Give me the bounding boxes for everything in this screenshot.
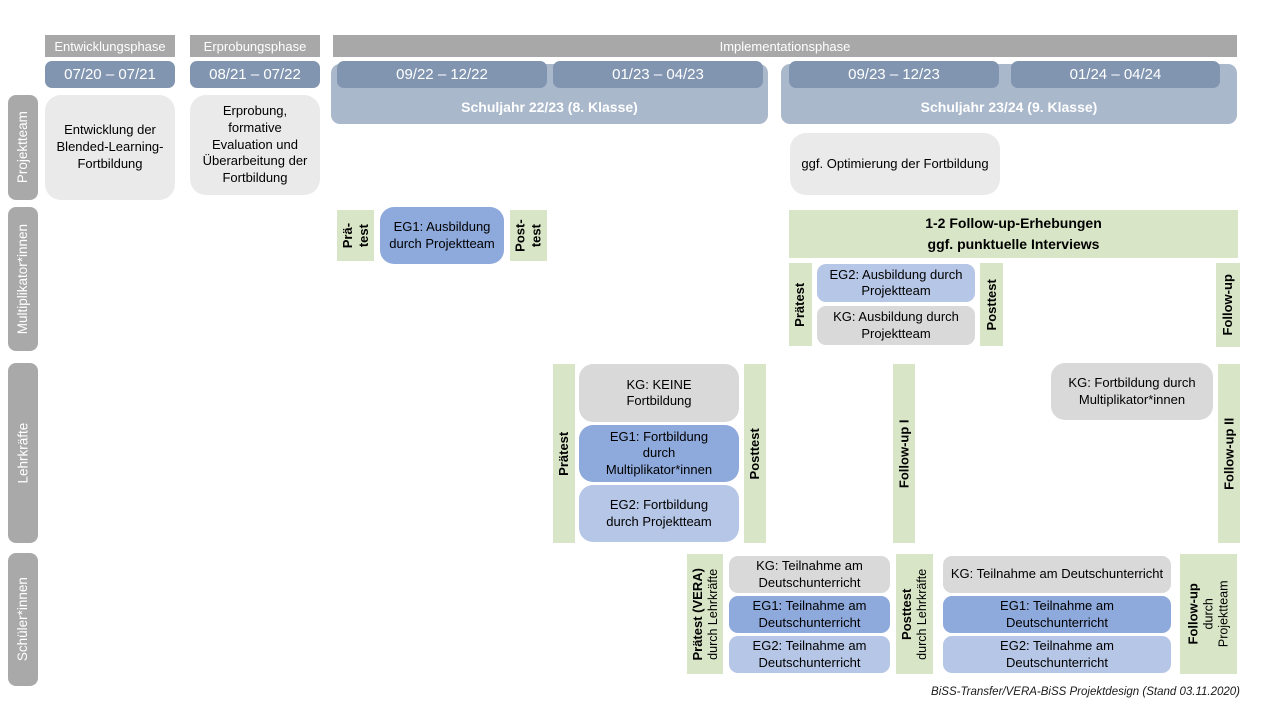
phase-bar-entwicklungsphase: Entwicklungsphase: [45, 35, 175, 57]
box-text: EG2: Teilnahme am Deutschunterricht: [1000, 638, 1114, 670]
date-label: 09/23 – 12/23: [848, 66, 940, 83]
box-text: Entwicklung der Blended-Learning-Fortbil…: [56, 122, 164, 171]
date-label: 07/20 – 07/21: [64, 66, 156, 83]
date-bar-0923-1223: 09/23 – 12/23: [789, 61, 999, 88]
row-label-schuelerinnen: Schüler*innen: [8, 553, 38, 686]
box-eg2-teilnahme-deutschunterricht-2: EG2: Teilnahme am Deutschunterricht: [943, 636, 1171, 673]
date-bar-0922-1222: 09/22 – 12/22: [337, 61, 547, 88]
posttest-text-line1: Post-: [512, 219, 528, 252]
posttest-text: Posttest: [747, 427, 763, 480]
box-eg2-fortbildung-projektteam: EG2: Fortbildung durch Projektteam: [579, 485, 739, 542]
date-label: 09/22 – 12/22: [396, 66, 488, 83]
box-text: EG1: Fortbildung durch Multiplikator*inn…: [605, 429, 713, 477]
row-label-text: Projektteam: [14, 111, 30, 184]
box-text: ggf. Optimierung der Fortbildung: [801, 155, 989, 171]
followup-text: Follow-up: [1185, 583, 1201, 645]
box-eg1-teilnahme-deutschunterricht-1: EG1: Teilnahme am Deutschunterricht: [729, 596, 890, 633]
row-label-lehrkraefte: Lehrkräfte: [8, 363, 38, 543]
row-label-text: Multiplikator*innen: [14, 223, 30, 335]
praetest-vera-text: Prätest (VERA): [689, 567, 705, 661]
followup2-bar-lehrkraefte: Follow-up II: [1218, 364, 1240, 543]
date-bar-0124-0424: 01/24 – 04/24: [1011, 61, 1220, 88]
date-label: 08/21 – 07/22: [209, 66, 301, 83]
followup1-text: Follow-up I: [896, 419, 912, 488]
schuljahr-23-24-label: Schuljahr 23/24 (9. Klasse): [920, 99, 1098, 115]
date-label: 01/24 – 04/24: [1069, 66, 1162, 83]
box-text: EG1: Ausbildung durch Projektteam: [389, 219, 495, 251]
posttest-bar-multiplikatoren-2: Posttest: [980, 263, 1003, 346]
date-bar-0821-0722: 08/21 – 07/22: [190, 61, 320, 88]
phase-label-implementationsphase: Implementationsphase: [719, 38, 851, 54]
followup1-bar-lehrkraefte: Follow-up I: [893, 364, 915, 543]
box-eg2-teilnahme-deutschunterricht-1: EG2: Teilnahme am Deutschunterricht: [729, 636, 890, 673]
praetest-text-line1: Prä-: [339, 222, 355, 249]
phase-label-erprobungsphase: Erprobungsphase: [203, 38, 307, 54]
box-eg1-teilnahme-deutschunterricht-2: EG1: Teilnahme am Deutschunterricht: [943, 596, 1171, 633]
box-kg-ausbildung-projektteam: KG: Ausbildung durch Projektteam: [817, 306, 975, 345]
box-kg-fortbildung-multiplikatoren: KG: Fortbildung durch Multiplikator*inne…: [1051, 363, 1213, 420]
row-label-projektteam: Projektteam: [8, 95, 38, 200]
posttest-bar-multiplikatoren-1: Post- test: [510, 210, 547, 261]
box-kg-teilnahme-deutschunterricht-2: KG: Teilnahme am Deutschunterricht: [943, 556, 1171, 593]
box-text: EG2: Teilnahme am Deutschunterricht: [752, 638, 867, 670]
posttest-bar-lehrkraefte: Posttest: [744, 364, 766, 543]
box-text: EG1: Teilnahme am Deutschunterricht: [1000, 598, 1114, 630]
row-label-text: Lehrkräfte: [14, 422, 30, 484]
durch-lehrkraefte-text: durch Lehrkräfte: [705, 568, 720, 660]
durch-text: durch: [1201, 598, 1216, 630]
box-optimierung-fortbildung: ggf. Optimierung der Fortbildung: [790, 133, 1000, 195]
praetest-vera-bar-schueler: Prätest (VERA) durch Lehrkräfte: [687, 554, 723, 674]
praetest-bar-multiplikatoren-2: Prätest: [789, 263, 812, 346]
box-text: EG1: Teilnahme am Deutschunterricht: [752, 598, 867, 630]
posttest-text: Posttest: [983, 278, 999, 331]
box-kg-teilnahme-deutschunterricht-1: KG: Teilnahme am Deutschunterricht: [729, 556, 890, 593]
box-text: KG: Teilnahme am Deutschunterricht: [756, 558, 863, 590]
praetest-bar-lehrkraefte: Prätest: [553, 364, 575, 543]
date-label: 01/23 – 04/23: [612, 66, 704, 83]
diagram-caption: BiSS-Transfer/VERA-BiSS Projektdesign (S…: [931, 686, 1240, 698]
box-entwicklung-blended-learning: Entwicklung der Blended-Learning-Fortbil…: [45, 95, 175, 200]
phase-bar-implementationsphase: Implementationsphase: [333, 35, 1237, 57]
followup-bar-multiplikatoren: Follow-up: [1216, 263, 1240, 347]
followup-erhebungen-line1: 1-2 Follow-up-Erhebungen: [925, 215, 1102, 231]
praetest-text-line2: test: [355, 223, 371, 248]
box-text: KG: Ausbildung durch Projektteam: [833, 309, 959, 341]
box-kg-keine-fortbildung: KG: KEINE Fortbildung: [579, 364, 739, 422]
followup-projektteam-bar-schueler: Follow-up durch Projektteam: [1180, 554, 1237, 674]
row-label-multiplikatorinnen: Multiplikator*innen: [8, 207, 38, 351]
durch-lehrkraefte-text: durch Lehrkräfte: [914, 568, 929, 660]
followup-text: Follow-up: [1220, 274, 1236, 336]
praetest-text: Prätest: [792, 282, 808, 327]
praetest-text: Prätest: [556, 431, 572, 476]
date-bar-0123-0423: 01/23 – 04/23: [553, 61, 763, 88]
box-eg1-ausbildung-projektteam: EG1: Ausbildung durch Projektteam: [380, 207, 504, 264]
schuljahr-22-23-label: Schuljahr 22/23 (8. Klasse): [461, 99, 638, 115]
phase-bar-erprobungsphase: Erprobungsphase: [190, 35, 320, 57]
box-text: KG: KEINE Fortbildung: [626, 376, 692, 408]
followup-erhebungen-line2: ggf. punktuelle Interviews: [927, 236, 1100, 252]
posttest-text: Posttest: [899, 588, 915, 640]
box-text: KG: Teilnahme am Deutschunterricht: [950, 566, 1164, 582]
box-eg2-ausbildung-projektteam: EG2: Ausbildung durch Projektteam: [817, 264, 975, 302]
box-eg1-fortbildung-multiplikatoren: EG1: Fortbildung durch Multiplikator*inn…: [579, 425, 739, 482]
box-followup-erhebungen: 1-2 Follow-up-Erhebungen ggf. punktuelle…: [789, 210, 1238, 258]
phase-label-entwicklungsphase: Entwicklungsphase: [54, 38, 166, 54]
projektteam-text: Projektteam: [1216, 580, 1231, 648]
posttest-text-line2: test: [528, 223, 544, 248]
row-label-text: Schüler*innen: [14, 577, 30, 662]
box-erprobung-evaluation: Erprobung, formative Evaluation und Über…: [190, 95, 320, 195]
box-text: KG: Fortbildung durch Multiplikator*inne…: [1068, 375, 1196, 407]
date-bar-0720-0721: 07/20 – 07/21: [45, 61, 175, 88]
box-text: EG2: Ausbildung durch Projektteam: [829, 266, 963, 298]
box-text: EG2: Fortbildung durch Projektteam: [606, 497, 712, 529]
followup2-text: Follow-up II: [1221, 417, 1237, 490]
praetest-bar-multiplikatoren-1: Prä- test: [337, 210, 374, 261]
posttest-bar-schueler: Posttest durch Lehrkräfte: [896, 554, 933, 674]
box-text: Erprobung, formative Evaluation und Über…: [202, 102, 308, 186]
